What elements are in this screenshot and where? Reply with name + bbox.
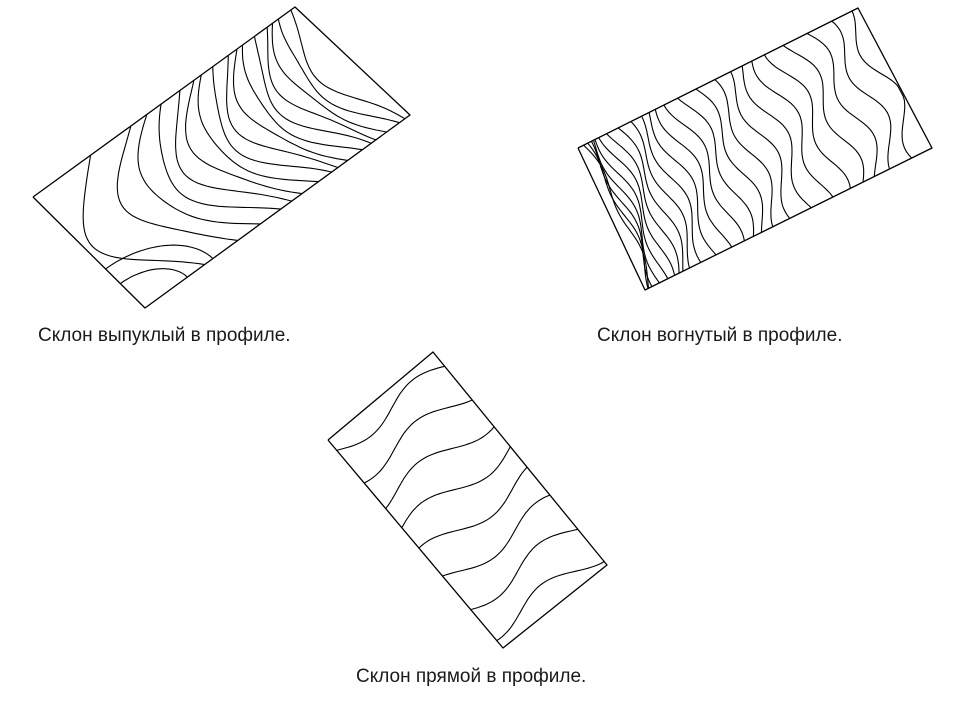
contour-line <box>401 446 511 528</box>
contour-line <box>594 139 669 279</box>
contour-line <box>82 155 205 266</box>
contour-line <box>175 90 292 202</box>
contour-line <box>137 114 261 225</box>
contour-line <box>851 10 913 159</box>
contour-line <box>470 528 578 611</box>
contour-line <box>442 494 551 577</box>
contour-line <box>654 109 733 248</box>
contour-line <box>695 88 764 233</box>
contour-line <box>105 244 214 270</box>
contour-line <box>253 36 372 144</box>
contour-line <box>232 49 348 161</box>
contour-line <box>120 268 188 285</box>
contour-line <box>590 141 653 287</box>
map-frame <box>577 7 933 291</box>
contour-line <box>730 71 791 219</box>
contour-line <box>496 561 605 642</box>
convex-slope-map <box>32 6 411 309</box>
contour-line <box>290 9 406 120</box>
contour-line <box>241 45 363 151</box>
contour-line <box>741 65 812 209</box>
contour-line <box>116 125 238 241</box>
contour-line <box>630 121 691 269</box>
caption-convex-slope: Склон выпуклый в профиле. <box>38 325 291 346</box>
contour-line <box>641 115 702 263</box>
map-frame <box>32 6 411 309</box>
contour-line <box>617 127 684 272</box>
contour-line <box>197 74 319 183</box>
contour-line <box>266 27 377 141</box>
contour-line <box>226 55 339 169</box>
contour-line <box>806 33 878 177</box>
contour-line <box>663 104 745 241</box>
contour-line <box>598 137 676 276</box>
caption-concave-slope: Склон вогнутый в профиле. <box>597 325 843 346</box>
caption-straight-slope: Склон прямой в профиле. <box>356 666 587 687</box>
contour-line <box>714 79 774 227</box>
concave-slope-map <box>577 7 933 291</box>
contour-line <box>831 20 892 170</box>
straight-slope-map <box>327 351 608 649</box>
contour-line <box>677 97 755 237</box>
contour-line <box>763 54 851 189</box>
contour-line <box>158 104 281 210</box>
contour-line <box>185 80 303 195</box>
contour-line <box>271 23 387 133</box>
contour-line <box>418 466 528 549</box>
contour-line <box>592 140 660 284</box>
contour-line <box>606 133 680 274</box>
map-frame <box>327 351 608 649</box>
contour-line <box>363 399 473 484</box>
contour-line <box>212 66 332 173</box>
contour-line <box>336 365 445 451</box>
contour-line <box>751 60 834 198</box>
contour-line <box>385 426 495 509</box>
contour-line <box>648 112 717 256</box>
contour-line <box>782 44 865 183</box>
contour-line <box>277 18 400 124</box>
